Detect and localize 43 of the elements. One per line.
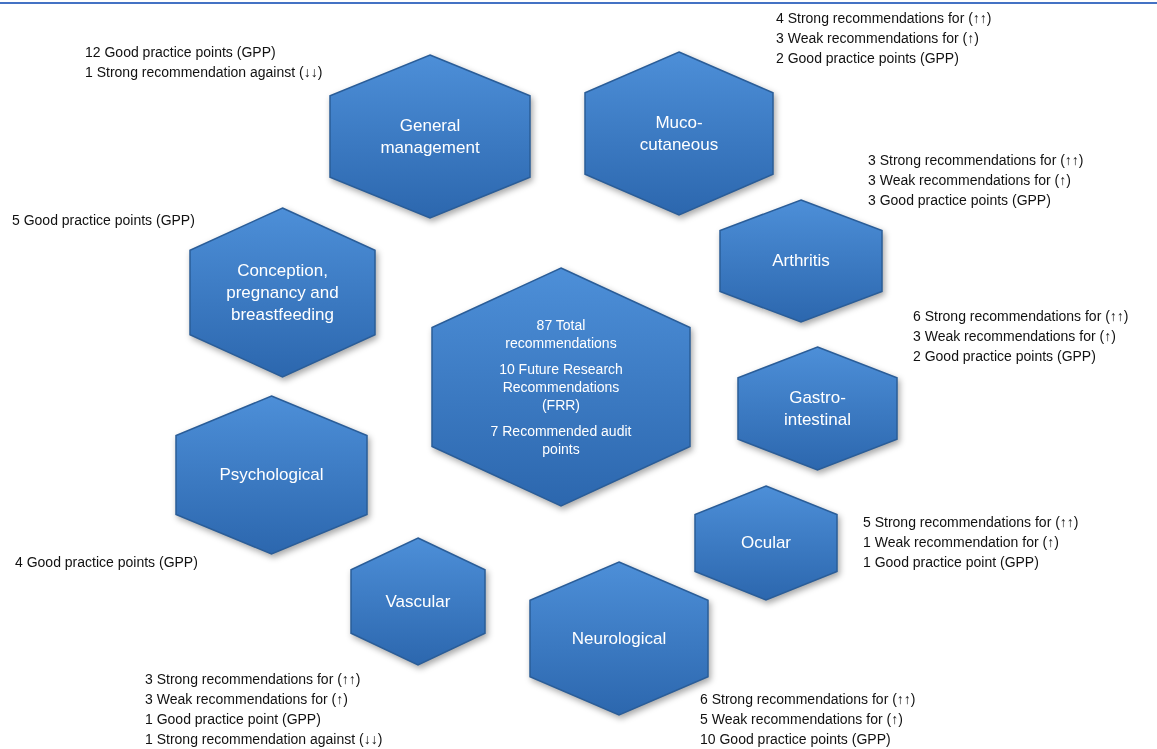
category-label: General management — [379, 114, 481, 159]
hexagon — [738, 347, 897, 470]
recommendation-count: 1 Strong recommendation against (↓↓) — [145, 730, 383, 749]
recommendation-count: 12 Good practice points (GPP) — [85, 43, 277, 62]
recommendation-count: 5 Good practice points (GPP) — [12, 211, 195, 230]
category-label: Arthritis — [772, 250, 830, 272]
recommendation-count: 3 Good practice points (GPP) — [868, 191, 1052, 210]
recommendation-count: 6 Strong recommendations for (↑↑) — [700, 690, 916, 709]
hexagon — [432, 268, 690, 506]
recommendation-count: 2 Good practice points (GPP) — [913, 347, 1097, 366]
recommendation-count: 4 Good practice points (GPP) — [15, 553, 198, 572]
recommendation-count: 1 Good practice point (GPP) — [863, 553, 1040, 572]
category-label: Neurological — [571, 627, 667, 650]
hexagon — [351, 538, 485, 665]
summary-text: 10 Future Research Recommendations (FRR) — [498, 360, 624, 414]
hexagon — [330, 55, 530, 218]
recommendation-count: 1 Strong recommendation against (↓↓) — [85, 63, 323, 82]
recommendation-count: 3 Weak recommendations for (↑) — [145, 690, 349, 709]
recommendation-count: 4 Strong recommendations for (↑↑) — [776, 9, 992, 28]
recommendation-count: 2 Good practice points (GPP) — [776, 49, 960, 68]
category-label: Vascular — [385, 590, 451, 613]
recommendation-count: 1 Weak recommendation for (↑) — [863, 533, 1060, 552]
hexagon — [530, 562, 708, 715]
category-label: Muco- cutaneous — [638, 111, 720, 156]
category-label: Gastro- intestinal — [782, 386, 853, 431]
hexagon — [695, 486, 837, 600]
recommendation-count: 1 Good practice point (GPP) — [145, 710, 322, 729]
recommendation-count: 3 Strong recommendations for (↑↑) — [868, 151, 1084, 170]
recommendation-count: 3 Weak recommendations for (↑) — [868, 171, 1072, 190]
recommendation-count: 5 Strong recommendations for (↑↑) — [863, 513, 1079, 532]
recommendation-count: 6 Strong recommendations for (↑↑) — [913, 307, 1129, 326]
recommendation-count: 5 Weak recommendations for (↑) — [700, 710, 904, 729]
summary-text: 87 Total recommendations — [504, 316, 618, 352]
category-label: Conception, pregnancy and breastfeeding — [225, 259, 340, 326]
recommendation-count: 3 Weak recommendations for (↑) — [913, 327, 1117, 346]
recommendation-count: 10 Good practice points (GPP) — [700, 730, 892, 749]
category-label: Ocular — [740, 532, 792, 554]
hexagon — [585, 52, 773, 215]
category-label: Psychological — [219, 464, 324, 486]
hexagon — [176, 396, 367, 554]
recommendation-count: 3 Weak recommendations for (↑) — [776, 29, 980, 48]
recommendation-count: 3 Strong recommendations for (↑↑) — [145, 670, 362, 689]
summary-text: 7 Recommended audit points — [489, 422, 633, 458]
